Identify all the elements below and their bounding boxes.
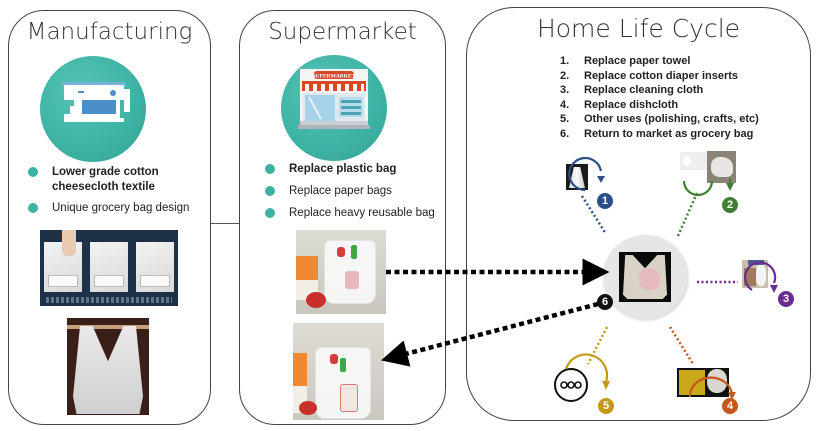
supermarket-sign-text: SUPERMARKET	[313, 74, 356, 80]
supermarket-bullets: Replace plastic bag Replace paper bags R…	[265, 162, 445, 228]
home-life-cycle-title: Home Life Cycle	[536, 14, 741, 43]
list-item: 5. Other uses (polishing, crafts, etc)	[560, 112, 759, 127]
bullet-item: Replace paper bags	[265, 184, 445, 199]
cycle-arrow-2	[682, 180, 714, 197]
bullet-item: Unique grocery bag design	[28, 201, 208, 216]
cheesecloth-fabric-grades-photo	[40, 230, 178, 306]
supermarket-storefront-icon: SUPERMARKET	[281, 55, 387, 161]
list-text: Replace dishcloth	[584, 98, 679, 111]
step-badge-1: 1	[597, 193, 613, 209]
list-item: 1. Replace paper towel	[560, 54, 759, 69]
dishcloth-thumb	[677, 368, 729, 397]
list-number: 5.	[560, 113, 570, 126]
list-text: Replace cleaning cloth	[584, 84, 704, 97]
bullet-item: Replace plastic bag	[265, 162, 445, 177]
cycle-arrow-1	[568, 156, 603, 192]
more-options-icon	[560, 381, 582, 389]
manufacturing-title: Manufacturing	[26, 19, 193, 45]
home-to-supermarket-return-arrow	[380, 301, 599, 367]
grocery-bag-filled-photo	[296, 230, 386, 314]
supermarket-title: Supermarket	[268, 19, 417, 45]
home-life-cycle-panel: Home Life Cycle	[466, 7, 811, 421]
list-number: 6.	[560, 127, 570, 140]
spoke-2	[676, 192, 699, 237]
list-item: 3. Replace cleaning cloth	[560, 83, 759, 98]
bullet-item: Lower grade cotton cheesecloth textile	[28, 165, 208, 195]
list-number: 4.	[560, 98, 570, 111]
list-item: 2. Replace cotton diaper inserts	[560, 69, 759, 84]
bullet-text: Replace plastic bag	[289, 163, 397, 175]
spoke-4	[668, 326, 695, 365]
bullet-dot-icon	[28, 167, 38, 177]
bullet-dot-icon	[265, 208, 275, 218]
step-badge-6: 6	[597, 294, 613, 310]
cheesecloth-bag-hanging-photo	[67, 318, 149, 415]
bullet-text: Replace heavy reusable bag	[289, 207, 435, 219]
grocery-bag-returned-photo	[293, 323, 384, 420]
step-badge-2: 2	[722, 197, 738, 213]
bullet-dot-icon	[265, 186, 275, 196]
home-uses-list: 1. Replace paper towel 2. Replace cotton d…	[560, 54, 759, 142]
step-badge-4: 4	[722, 398, 738, 414]
diaper-inserts-photo-thumb	[707, 151, 736, 183]
list-text: Return to market as grocery bag	[584, 127, 754, 140]
cycle-arrow-5	[564, 353, 609, 383]
list-text: Other uses (polishing, crafts, etc)	[584, 113, 759, 126]
list-text: Replace cotton diaper inserts	[584, 69, 739, 82]
bullet-text: Unique grocery bag design	[52, 202, 190, 214]
bullet-text: Lower grade cotton cheesecloth textile	[52, 166, 159, 193]
step-badge-3: 3	[778, 291, 794, 307]
other-uses-thumb	[554, 368, 588, 402]
diaper-inserts-thumb	[680, 152, 708, 170]
list-item: 4. Replace dishcloth	[560, 98, 759, 113]
list-text: Replace paper towel	[584, 55, 691, 67]
bullet-item: Replace heavy reusable bag	[265, 206, 445, 221]
sewing-machine-icon	[40, 56, 146, 162]
list-number: 3.	[560, 84, 570, 97]
cycle-arrow-4	[688, 376, 734, 398]
manufacturing-supermarket-connector	[211, 223, 239, 224]
hanging-bag-hub-photo	[619, 252, 671, 302]
bullet-dot-icon	[28, 203, 38, 213]
manufacturing-bullets: Lower grade cotton cheesecloth textile U…	[28, 165, 208, 222]
list-item: 6. Return to market as grocery bag	[560, 127, 759, 142]
spoke-1	[580, 195, 608, 235]
step-badge-5: 5	[598, 398, 614, 414]
list-number: 2.	[560, 69, 570, 82]
list-number: 1.	[560, 55, 570, 67]
bullet-dot-icon	[265, 164, 275, 174]
bullet-text: Replace paper bags	[289, 185, 392, 197]
cycle-arrow-3	[744, 261, 777, 291]
